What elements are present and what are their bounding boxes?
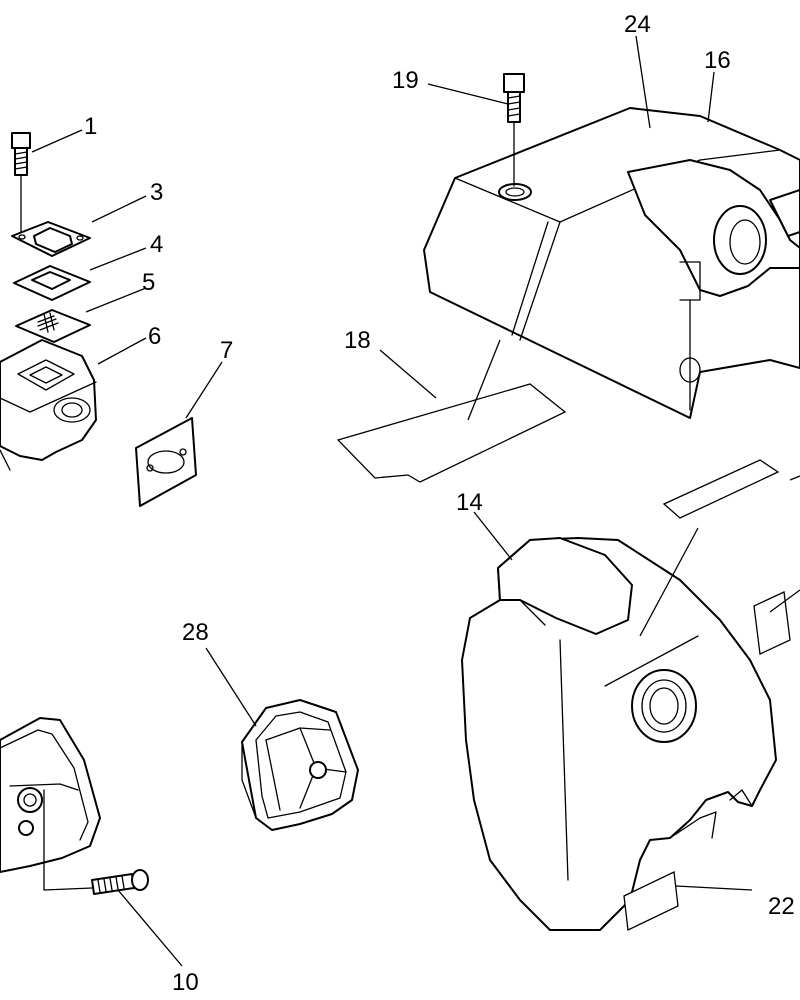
part-14-shroud <box>461 537 777 931</box>
callout-14: 14 <box>456 489 483 516</box>
part-3-flange <box>11 221 91 257</box>
part-4-valve-plate <box>13 265 91 301</box>
callout-3: 3 <box>150 179 163 206</box>
callout-4: 4 <box>150 231 163 258</box>
callout-5: 5 <box>142 269 155 296</box>
part-7-gasket <box>135 417 197 507</box>
part-5-screen-plate <box>15 309 91 343</box>
small-decals <box>662 459 791 655</box>
part-18-decal <box>336 383 567 483</box>
part-22-decal <box>623 871 679 931</box>
part-10-bolt <box>91 869 149 895</box>
callout-24: 24 <box>624 11 651 38</box>
part-19-screw <box>503 73 525 187</box>
leader-lines <box>31 35 800 967</box>
part-28-air-filter <box>241 699 359 831</box>
callout-28: 28 <box>182 619 209 646</box>
callout-labels: 1 3 4 5 6 7 10 14 16 18 19 22 24 28 <box>84 11 795 996</box>
callout-1: 1 <box>84 113 97 140</box>
callout-16: 16 <box>704 47 731 74</box>
callout-22: 22 <box>768 893 795 920</box>
callout-19: 19 <box>392 67 419 94</box>
callout-6: 6 <box>148 323 161 350</box>
part-16-top-cover <box>423 107 800 419</box>
part-1-screw <box>11 132 31 233</box>
callout-18: 18 <box>344 327 371 354</box>
callout-10: 10 <box>172 969 199 996</box>
carburetor-base <box>0 717 101 891</box>
part-6-housing <box>0 339 97 471</box>
callout-7: 7 <box>220 337 233 364</box>
